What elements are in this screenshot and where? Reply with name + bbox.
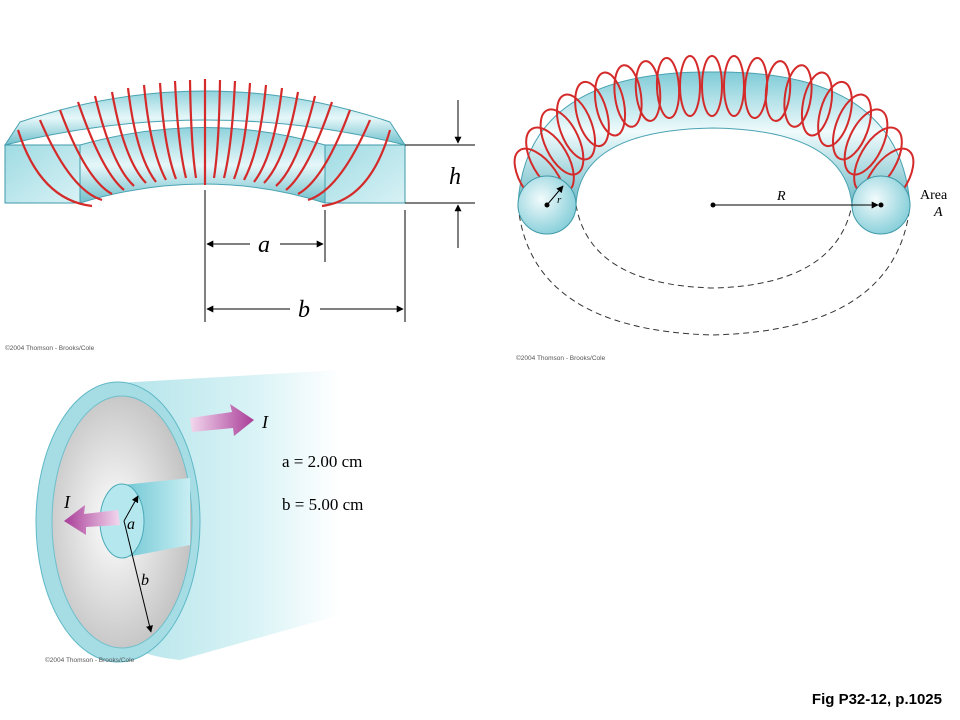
copyright-3: ©2004 Thomson - Brooks/Cole (45, 656, 135, 664)
r-arrow (546, 185, 564, 206)
toroid-outer-dashed (517, 204, 911, 336)
label-a: a (258, 232, 270, 258)
label-a-coax: a (127, 516, 135, 533)
equation-a: a = 2.00 cm (282, 452, 362, 471)
label-area: Area (920, 188, 948, 203)
figure3-coaxial-cable: a b I I a = 2.00 cm b = 5.00 cm ©2004 Th… (35, 370, 363, 664)
figure1-rectangular-toroid: h a b ©2004 Thomson - Brooks/Cole (3, 79, 475, 352)
label-b-coax: b (141, 572, 149, 589)
label-I-in: I (63, 492, 71, 512)
b-radius-arrow (123, 520, 153, 633)
figure2-circular-toroid: r R Area A ©2004 Thomson - Brooks/Cole (513, 55, 948, 362)
equation-b: b = 5.00 cm (282, 495, 363, 514)
toroid-front-face (79, 127, 326, 204)
toroid-right-end-face (324, 144, 406, 204)
copyright-1: ©2004 Thomson - Brooks/Cole (5, 344, 95, 352)
toroid-left-end-face (4, 144, 81, 204)
label-A: A (933, 205, 943, 220)
label-h: h (449, 164, 461, 190)
toroid-inner-dashed (575, 204, 853, 289)
label-I-out: I (261, 412, 269, 432)
label-R: R (776, 189, 786, 204)
torus-coil-windings (513, 55, 915, 213)
a-radius-arrow (123, 495, 139, 522)
copyright-2: ©2004 Thomson - Brooks/Cole (516, 354, 606, 362)
current-arrow-out (190, 404, 254, 436)
label-r: r (557, 194, 562, 206)
coil-windings (16, 79, 392, 208)
figure-caption: Fig P32-12, p.1025 (811, 691, 942, 708)
current-arrow-in (64, 505, 120, 535)
label-b: b (298, 297, 310, 323)
